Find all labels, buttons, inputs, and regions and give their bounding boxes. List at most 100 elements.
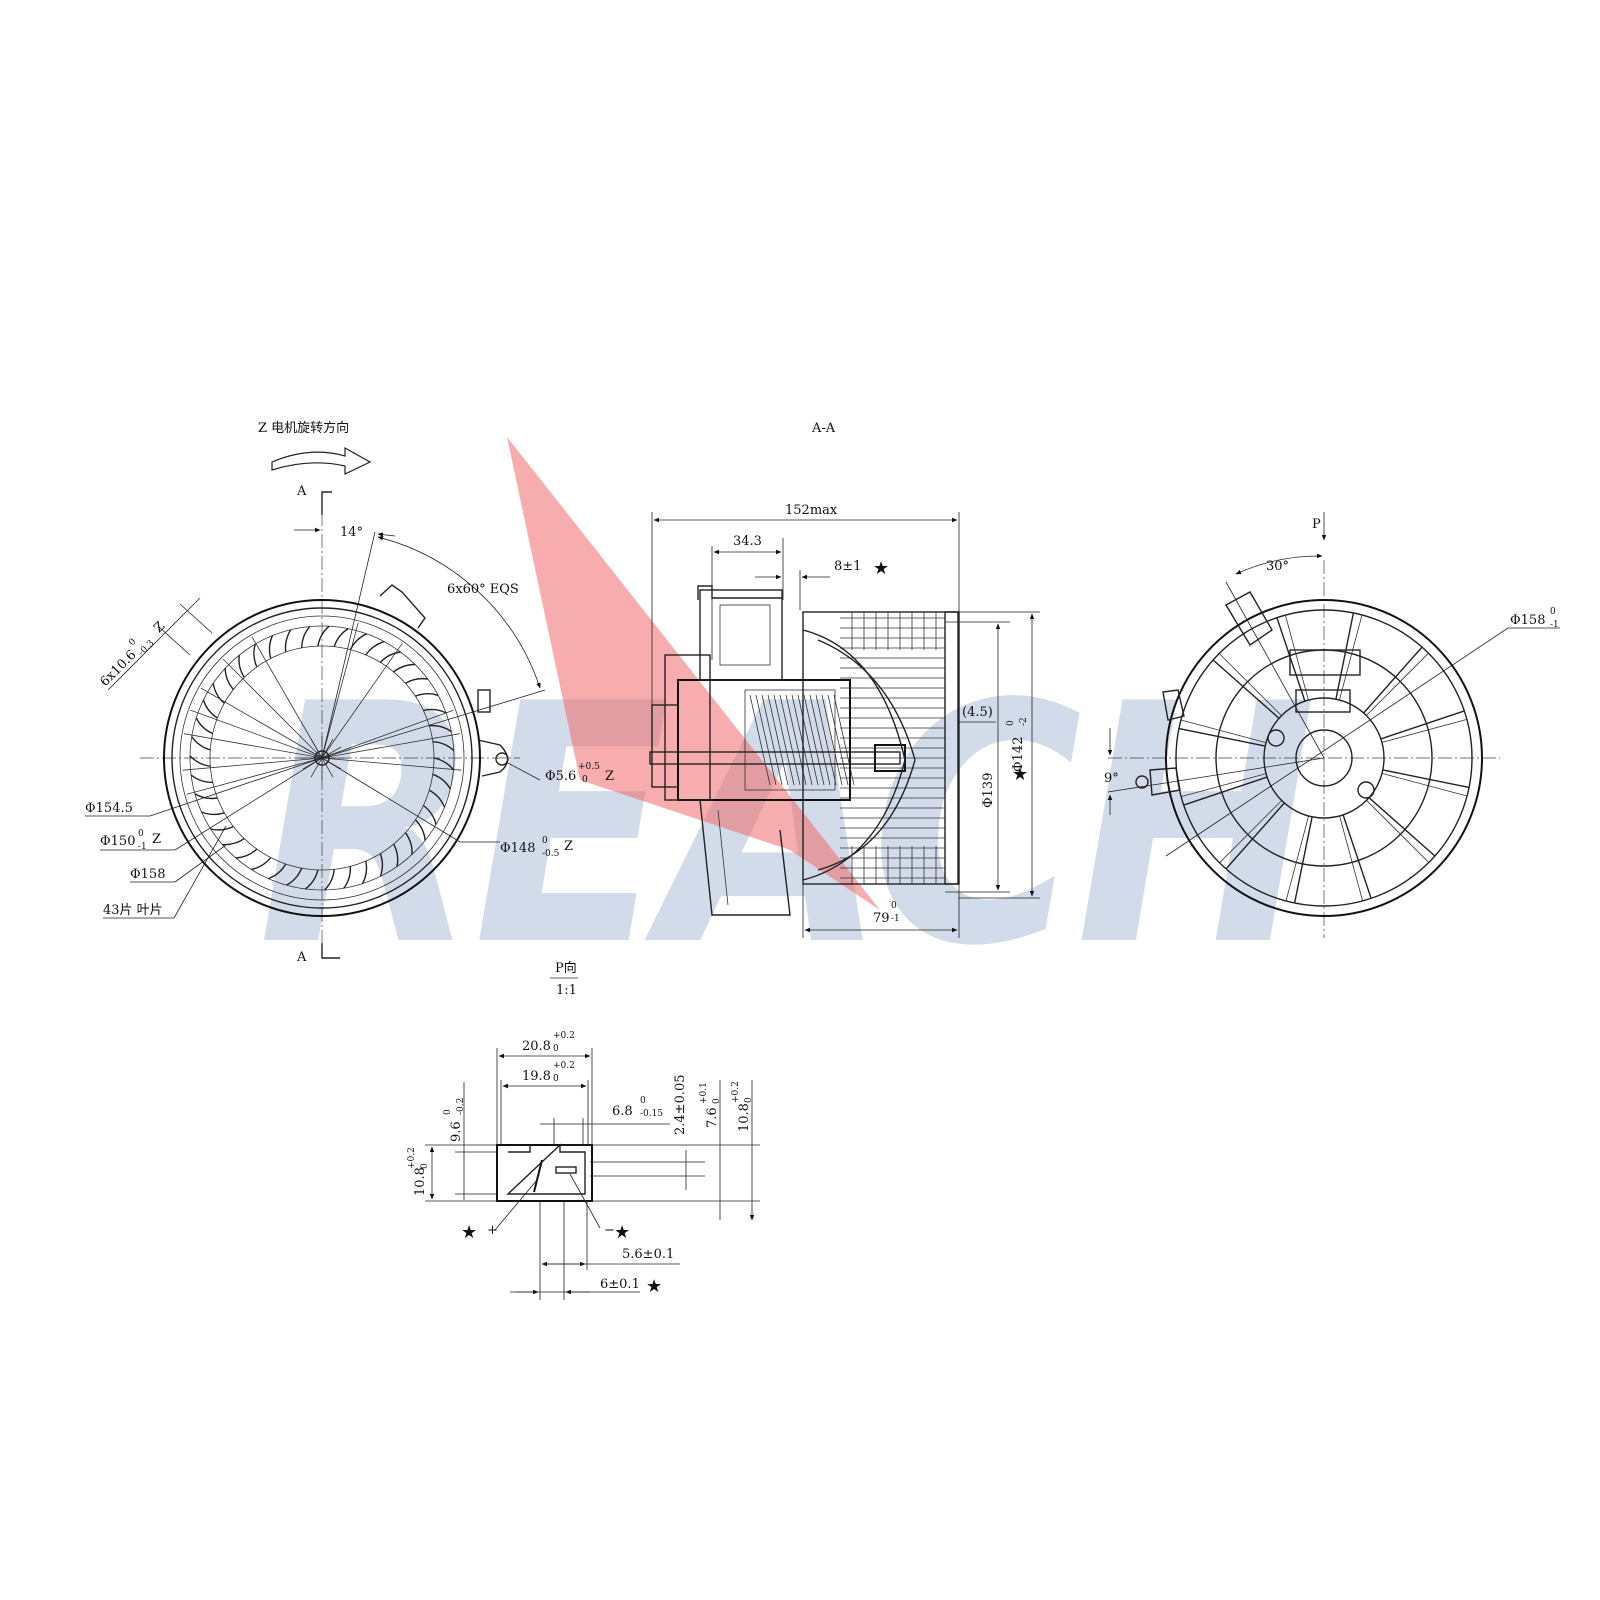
dim-14-arrow2 bbox=[377, 532, 396, 537]
section-mark-bottom: A bbox=[296, 950, 307, 965]
rib-edge bbox=[1180, 773, 1267, 797]
fan-blade bbox=[414, 819, 426, 841]
armature-windings bbox=[749, 694, 855, 786]
d154-label: Φ154.5 bbox=[85, 801, 133, 816]
rib-edge bbox=[1366, 800, 1430, 863]
slot-tol-lower: -0.3 bbox=[137, 638, 157, 658]
housing-inner bbox=[179, 615, 465, 901]
minus-label: − bbox=[604, 1223, 615, 1238]
star-8: ★ bbox=[873, 558, 889, 579]
star-minus: ★ bbox=[614, 1222, 630, 1243]
rib-edge bbox=[1339, 614, 1363, 701]
angle-14-label: 14° bbox=[340, 525, 363, 540]
w208-label: 20.8 bbox=[522, 1039, 551, 1054]
right-tab bbox=[1225, 591, 1273, 646]
fan-blade bbox=[212, 683, 225, 704]
plus-leader bbox=[494, 1179, 538, 1231]
winding bbox=[827, 694, 849, 786]
star-w6: ★ bbox=[646, 1276, 662, 1297]
right-ear bbox=[1149, 767, 1181, 796]
angle-9-label: 9° bbox=[1104, 771, 1119, 786]
rib bbox=[1368, 797, 1436, 857]
connector-inner bbox=[719, 604, 771, 666]
h76-label: 7.6 bbox=[705, 1107, 720, 1128]
d142-tol-upper: 0 bbox=[1006, 720, 1016, 726]
rib bbox=[1380, 710, 1465, 740]
winding bbox=[779, 694, 801, 786]
screw-1 bbox=[1267, 729, 1285, 747]
fan-blade bbox=[222, 838, 245, 846]
construction-ray bbox=[184, 733, 323, 759]
rotation-arrow-icon bbox=[271, 446, 372, 475]
section-line-top bbox=[321, 491, 332, 515]
rib-edge bbox=[1381, 773, 1468, 797]
fan-blade bbox=[189, 755, 211, 767]
h108l-tol-lower: 0 bbox=[420, 1163, 430, 1169]
hub-spoke bbox=[321, 746, 342, 759]
fan-blade bbox=[284, 629, 292, 653]
hole-label: Φ5.6 bbox=[545, 769, 576, 784]
fan-blade bbox=[304, 869, 319, 890]
hole-tol-upper: +0.5 bbox=[578, 762, 600, 772]
h76-tol-upper: +0.1 bbox=[699, 1082, 709, 1104]
small-boss bbox=[477, 689, 491, 713]
winding bbox=[773, 694, 795, 786]
winding bbox=[815, 694, 837, 786]
construction-ray bbox=[190, 709, 323, 759]
h108r-label: 10.8 bbox=[737, 1103, 752, 1132]
mounting-hole bbox=[495, 752, 509, 766]
housing-outer bbox=[163, 599, 481, 917]
blades-label: 43片 叶片 bbox=[103, 903, 163, 918]
fan-blade bbox=[432, 773, 451, 790]
screw-2 bbox=[1357, 781, 1375, 799]
fan-blade bbox=[224, 668, 234, 690]
h108r-tol-upper: +0.2 bbox=[731, 1081, 741, 1103]
winding bbox=[803, 694, 825, 786]
construction-ray bbox=[321, 733, 460, 759]
construction-ray bbox=[251, 636, 323, 759]
fan-blade bbox=[251, 857, 272, 871]
right-d158-line bbox=[1165, 627, 1509, 857]
right-d158-label: Φ158 bbox=[1510, 613, 1545, 628]
p-arrow-label: P bbox=[1312, 517, 1321, 532]
winding bbox=[809, 694, 831, 786]
rib bbox=[1276, 617, 1306, 702]
winding bbox=[797, 694, 819, 786]
section-line-bottom bbox=[321, 943, 340, 959]
rib bbox=[1382, 769, 1470, 789]
connector-top bbox=[697, 585, 782, 600]
fan-blade bbox=[379, 853, 384, 877]
fan-blade bbox=[268, 635, 274, 659]
fan-blade-section bbox=[840, 612, 945, 884]
construction-ray bbox=[186, 757, 323, 795]
h96-label: 9.6 bbox=[449, 1121, 464, 1142]
d150-label: Φ150 bbox=[100, 834, 135, 849]
minus-leader bbox=[569, 1173, 601, 1229]
fan-blade bbox=[194, 793, 218, 800]
rib bbox=[1225, 802, 1285, 870]
fan-blade bbox=[195, 717, 213, 735]
hole-tol-lower: 0 bbox=[582, 775, 588, 785]
fan-rim bbox=[944, 611, 960, 885]
outlet-duct bbox=[699, 799, 791, 916]
construction-ray bbox=[321, 622, 359, 759]
slot-ext2 bbox=[179, 603, 213, 634]
rib bbox=[1335, 612, 1355, 700]
fan-blades bbox=[189, 625, 455, 891]
fan-blade bbox=[333, 628, 349, 647]
section-view: A-A 152max 34.3 8±1 ★ bbox=[649, 421, 1040, 938]
rib-edge bbox=[1381, 719, 1468, 743]
w56-label: 5.6±0.1 bbox=[622, 1247, 674, 1262]
w208-tol-upper: +0.2 bbox=[553, 1031, 575, 1041]
section-mark-top: A bbox=[296, 484, 307, 499]
construction-ray bbox=[321, 757, 462, 771]
blades-line bbox=[173, 825, 227, 919]
fan-blade bbox=[429, 724, 452, 733]
construction-ray bbox=[200, 687, 323, 759]
angle-30-label: 30° bbox=[1266, 559, 1289, 574]
w68-tol-lower: -0.15 bbox=[640, 1109, 663, 1119]
connector-scale: 1:1 bbox=[556, 983, 577, 998]
winding bbox=[761, 694, 783, 786]
rotation-note: Z 电机旋转方向 bbox=[258, 420, 349, 436]
